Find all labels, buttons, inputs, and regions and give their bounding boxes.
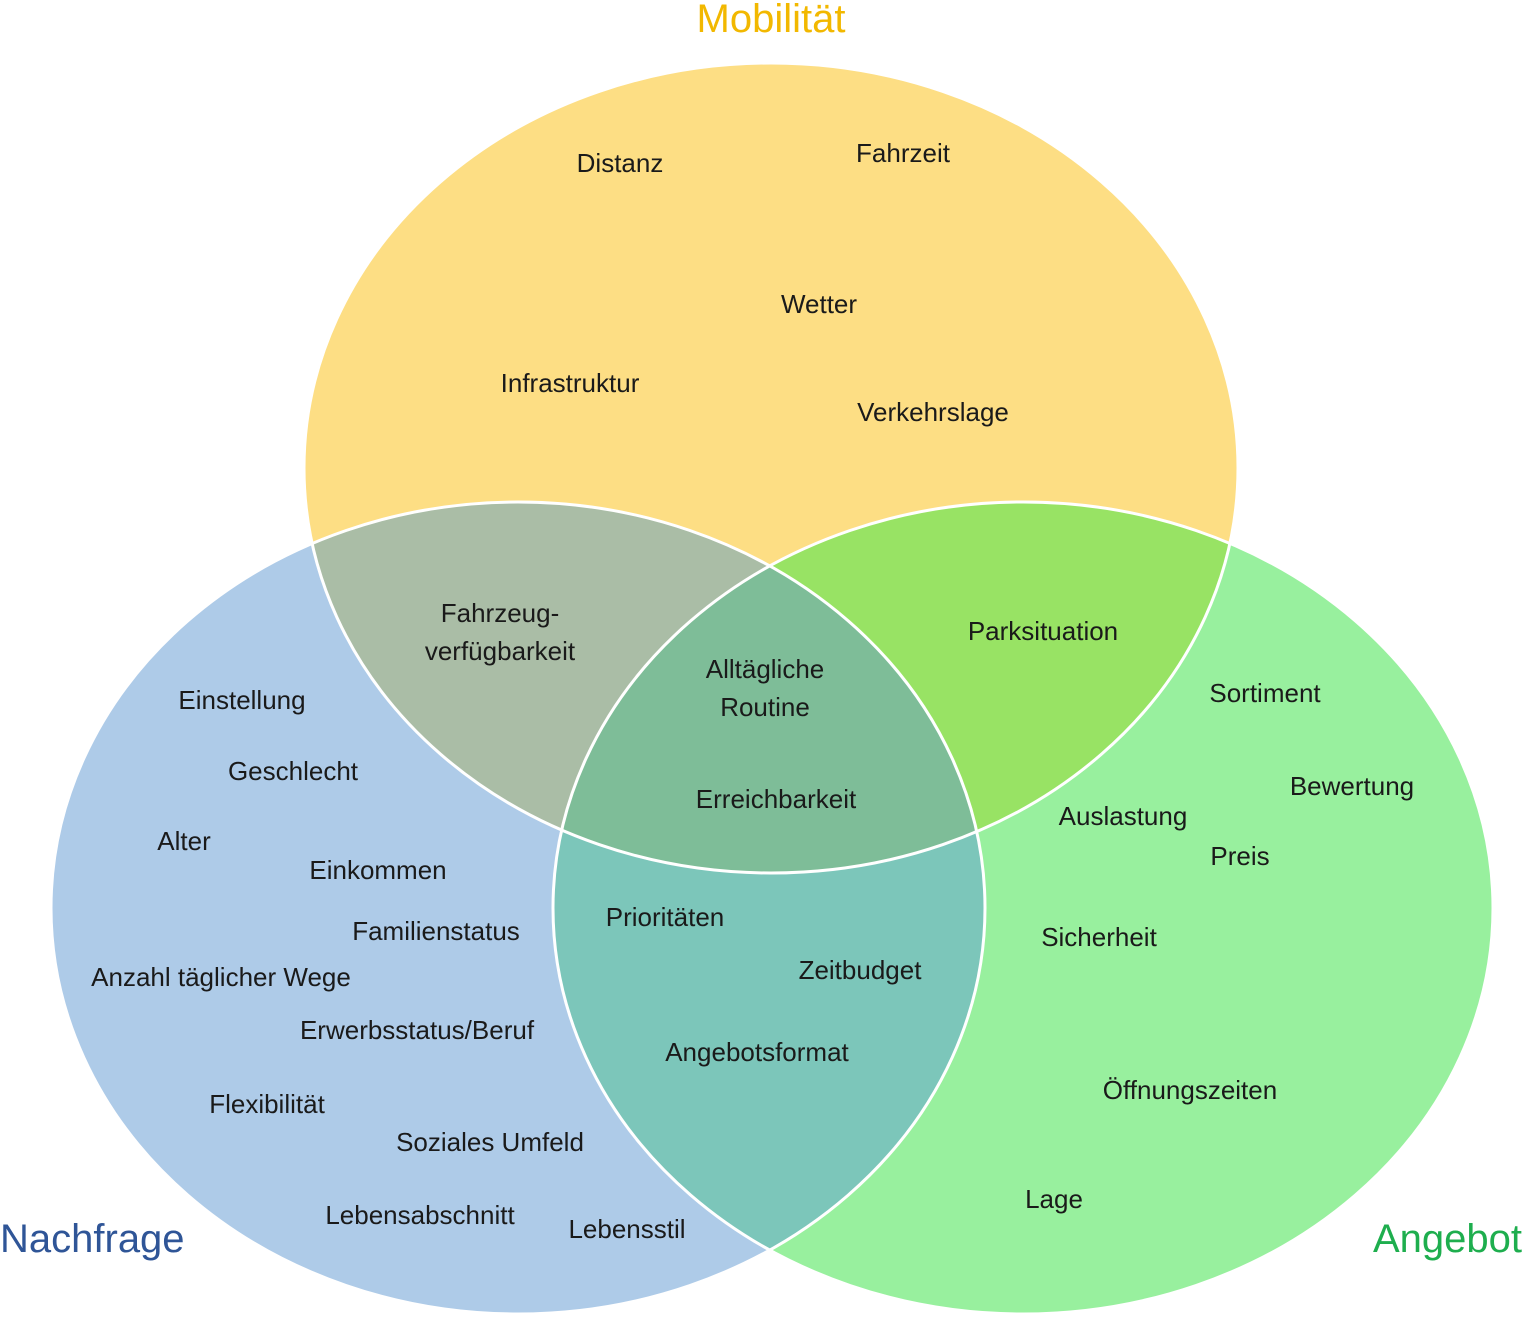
item-zeitbudget: Zeitbudget bbox=[799, 955, 923, 985]
item-soziales-umfeld: Soziales Umfeld bbox=[396, 1127, 584, 1157]
item-einkommen: Einkommen bbox=[309, 855, 446, 885]
item-prioritaeten: Prioritäten bbox=[606, 902, 725, 932]
item-lebensstil: Lebensstil bbox=[568, 1214, 685, 1244]
item-fahrzeug-line2: verfügbarkeit bbox=[425, 636, 576, 666]
item-familienstatus: Familienstatus bbox=[352, 916, 520, 946]
nachfrage-outline bbox=[49, 500, 987, 1316]
item-sortiment: Sortiment bbox=[1209, 678, 1321, 708]
mobilitaet-outline bbox=[302, 61, 1240, 875]
item-wetter: Wetter bbox=[781, 289, 857, 319]
item-lage: Lage bbox=[1025, 1184, 1083, 1214]
item-einstellung: Einstellung bbox=[178, 685, 305, 715]
item-parksituation: Parksituation bbox=[968, 616, 1118, 646]
item-anzahl-wege: Anzahl täglicher Wege bbox=[91, 962, 351, 992]
item-erreichbarkeit: Erreichbarkeit bbox=[696, 784, 857, 814]
item-flexibilitaet: Flexibilität bbox=[209, 1089, 325, 1119]
item-lebensabschnitt: Lebensabschnitt bbox=[325, 1200, 515, 1230]
item-infrastruktur: Infrastruktur bbox=[501, 368, 640, 398]
item-routine-line1: Alltägliche bbox=[706, 654, 825, 684]
item-verkehrslage: Verkehrslage bbox=[857, 397, 1009, 427]
item-angebotsformat: Angebotsformat bbox=[665, 1037, 849, 1067]
item-erwerbsstatus: Erwerbsstatus/Beruf bbox=[300, 1015, 535, 1045]
item-fahrzeug-line1: Fahrzeug- bbox=[441, 598, 560, 628]
item-distanz: Distanz bbox=[577, 148, 664, 178]
item-auslastung: Auslastung bbox=[1059, 801, 1188, 831]
item-geschlecht: Geschlecht bbox=[228, 756, 359, 786]
item-oeffnungszeiten: Öffnungszeiten bbox=[1103, 1075, 1277, 1105]
center-overlap bbox=[553, 502, 985, 873]
item-alter: Alter bbox=[157, 826, 211, 856]
angebot-outline bbox=[551, 500, 1495, 1316]
angebot-title: Angebot bbox=[1373, 1217, 1522, 1261]
nachfrage-title: Nachfrage bbox=[0, 1217, 185, 1261]
item-fahrzeit: Fahrzeit bbox=[856, 138, 951, 168]
mobilitaet-title: Mobilität bbox=[697, 0, 846, 41]
item-sicherheit: Sicherheit bbox=[1041, 922, 1157, 952]
item-routine-line2: Routine bbox=[720, 692, 810, 722]
item-preis: Preis bbox=[1210, 841, 1269, 871]
item-bewertung: Bewertung bbox=[1290, 771, 1414, 801]
